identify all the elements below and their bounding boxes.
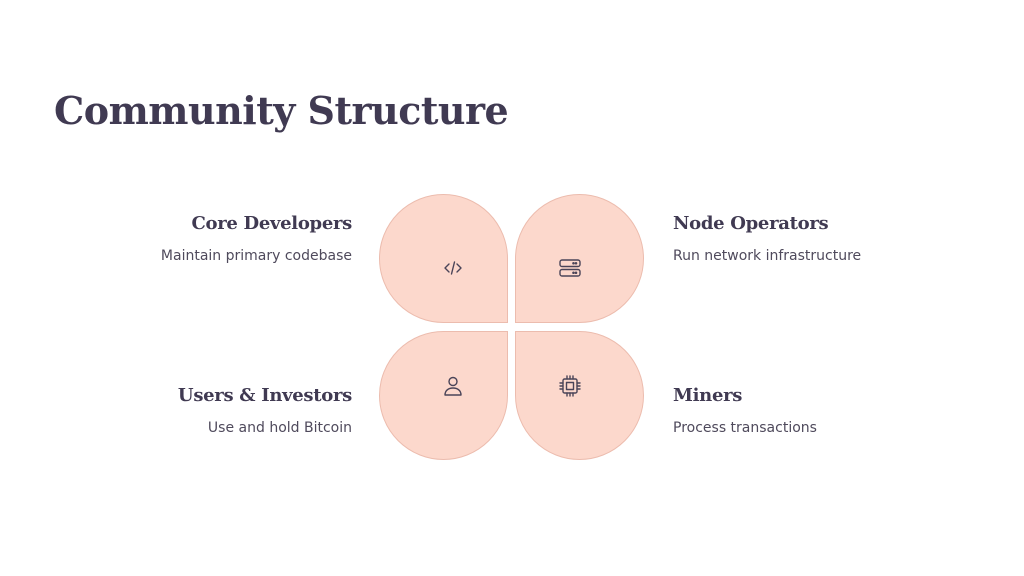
server-icon xyxy=(558,256,582,280)
group-title: Core Developers xyxy=(191,213,352,234)
code-icon xyxy=(441,256,465,280)
label-core-developers: Core Developers Maintain primary codebas… xyxy=(92,212,352,266)
group-title: Node Operators xyxy=(673,213,829,234)
label-miners: Miners Process transactions xyxy=(673,384,933,438)
group-description: Run network infrastructure xyxy=(673,248,862,264)
page-title: Community Structure xyxy=(54,88,509,133)
petal-miners xyxy=(515,331,644,460)
group-description: Use and hold Bitcoin xyxy=(207,420,352,436)
group-title: Users & Investors xyxy=(177,385,352,406)
label-node-operators: Node Operators Run network infrastructur… xyxy=(673,212,933,266)
petal-users-investors xyxy=(379,331,508,460)
group-title: Miners xyxy=(673,385,743,406)
group-description: Maintain primary codebase xyxy=(160,248,352,264)
cpu-chip-icon xyxy=(558,374,582,398)
group-description: Process transactions xyxy=(673,420,817,436)
petal-node-operators xyxy=(515,194,644,323)
label-users-investors: Users & Investors Use and hold Bitcoin xyxy=(92,384,352,438)
user-icon xyxy=(441,374,465,398)
petal-core-developers xyxy=(379,194,508,323)
